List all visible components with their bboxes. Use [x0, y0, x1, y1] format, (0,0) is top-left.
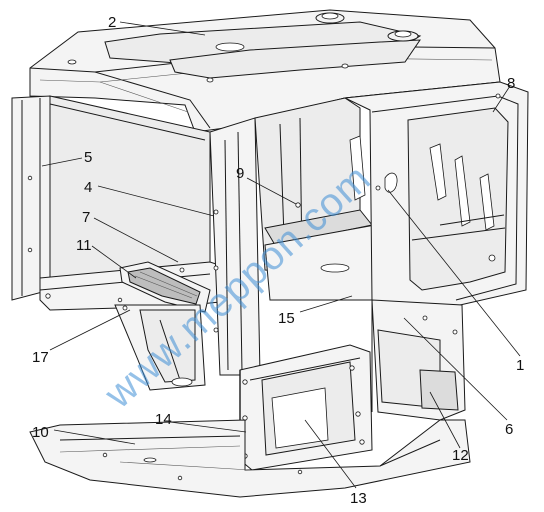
callout-10: 10 [32, 424, 49, 441]
floor-plate [29, 419, 471, 498]
step-plate [119, 261, 211, 313]
callout-8: 8 [507, 75, 515, 92]
callout-12: 12 [452, 447, 469, 464]
callout-labels: 2 5 4 7 11 17 9 8 15 1 6 12 13 14 10 [32, 14, 524, 507]
callout-15: 15 [278, 310, 295, 327]
right-door-frame [343, 81, 529, 319]
callout-4: 4 [84, 179, 92, 196]
callout-2: 2 [108, 14, 116, 31]
callout-13: 13 [350, 490, 367, 507]
left-support-bracket [114, 304, 206, 391]
roof-panel [29, 9, 501, 133]
callout-7: 7 [82, 209, 90, 226]
callout-17: 17 [32, 349, 49, 366]
callout-11: 11 [76, 237, 92, 254]
callout-14: 14 [155, 411, 172, 428]
callout-1: 1 [516, 357, 524, 374]
callout-6: 6 [505, 421, 513, 438]
front-access-frame [239, 344, 373, 471]
right-lower-panel [371, 299, 466, 421]
leader-lines [41, 21, 521, 489]
callout-5: 5 [84, 149, 92, 166]
callout-9: 9 [236, 165, 244, 182]
